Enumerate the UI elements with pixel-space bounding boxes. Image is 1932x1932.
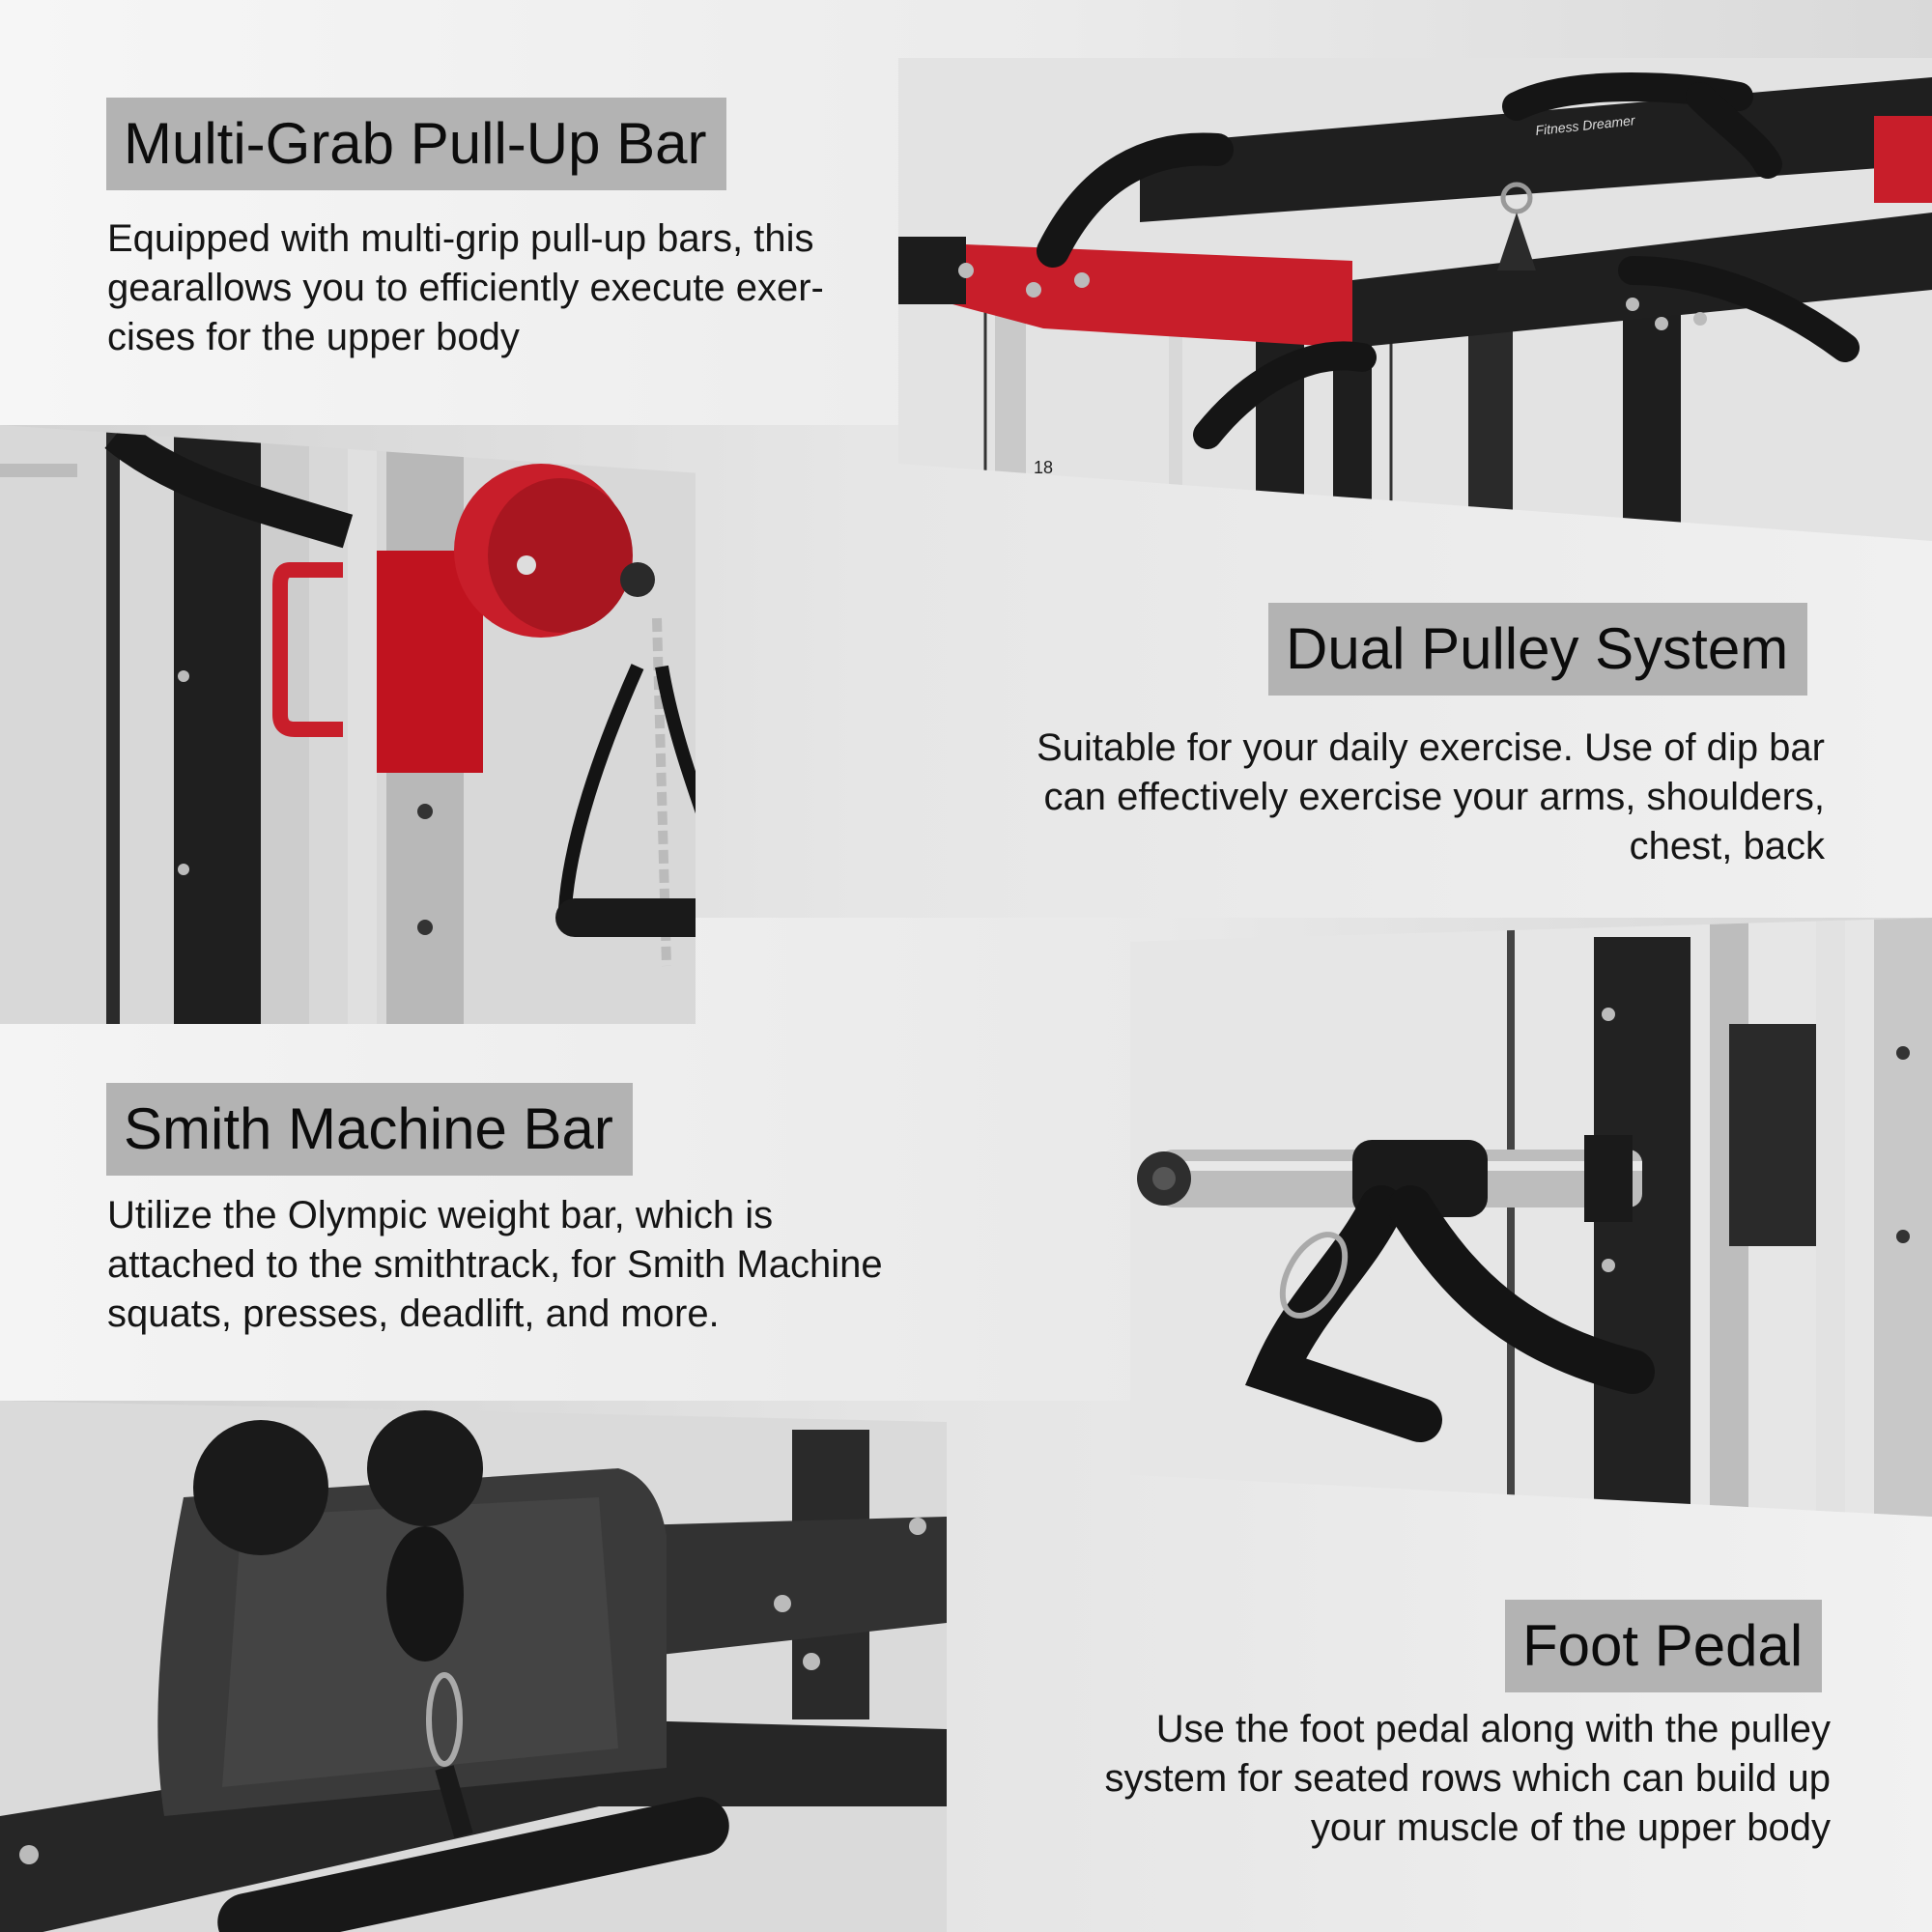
description-line: squats, presses, deadlift, and more. bbox=[107, 1293, 720, 1335]
description-line: chest, back bbox=[1629, 825, 1825, 867]
section-description-pull-up-bar: Equipped with multi-grip pull-up bars, t… bbox=[107, 214, 824, 362]
description-line: system for seated rows which can build u… bbox=[1104, 1757, 1831, 1800]
section-description-dual-pulley: Suitable for your daily exercise. Use of… bbox=[1037, 724, 1825, 871]
description-line: Use the foot pedal along with the pulley bbox=[1155, 1708, 1831, 1750]
description-line: your muscle of the upper body bbox=[1310, 1806, 1831, 1849]
pulley-photo bbox=[0, 425, 696, 1024]
description-line: gearallows you to efficiently execute ex… bbox=[107, 267, 824, 309]
description-line: Utilize the Olympic weight bar, which is bbox=[107, 1194, 774, 1236]
section-description-foot-pedal: Use the foot pedal along with the pulley… bbox=[1105, 1705, 1831, 1853]
section-description-smith-machine-bar: Utilize the Olympic weight bar, which is… bbox=[107, 1191, 883, 1339]
smith-machine-bar-photo bbox=[1130, 918, 1932, 1517]
description-line: Suitable for your daily exercise. Use of… bbox=[1037, 726, 1825, 769]
upright-number: 18 bbox=[1034, 458, 1053, 477]
description-line: can effectively exercise your arms, shou… bbox=[1043, 776, 1826, 818]
pull-up-bar-photo: Fitness Dreamer 18 bbox=[898, 58, 1932, 541]
description-line: Equipped with multi-grip pull-up bars, t… bbox=[107, 217, 814, 260]
section-heading-smith-machine-bar: Smith Machine Bar bbox=[106, 1083, 633, 1176]
foot-pedal-photo bbox=[0, 1401, 947, 1932]
section-heading-foot-pedal: Foot Pedal bbox=[1505, 1600, 1823, 1692]
section-heading-dual-pulley: Dual Pulley System bbox=[1268, 603, 1808, 696]
section-heading-pull-up-bar: Multi-Grab Pull-Up Bar bbox=[106, 98, 726, 190]
description-line: cises for the upper body bbox=[107, 316, 520, 358]
description-line: attached to the smithtrack, for Smith Ma… bbox=[107, 1243, 883, 1286]
